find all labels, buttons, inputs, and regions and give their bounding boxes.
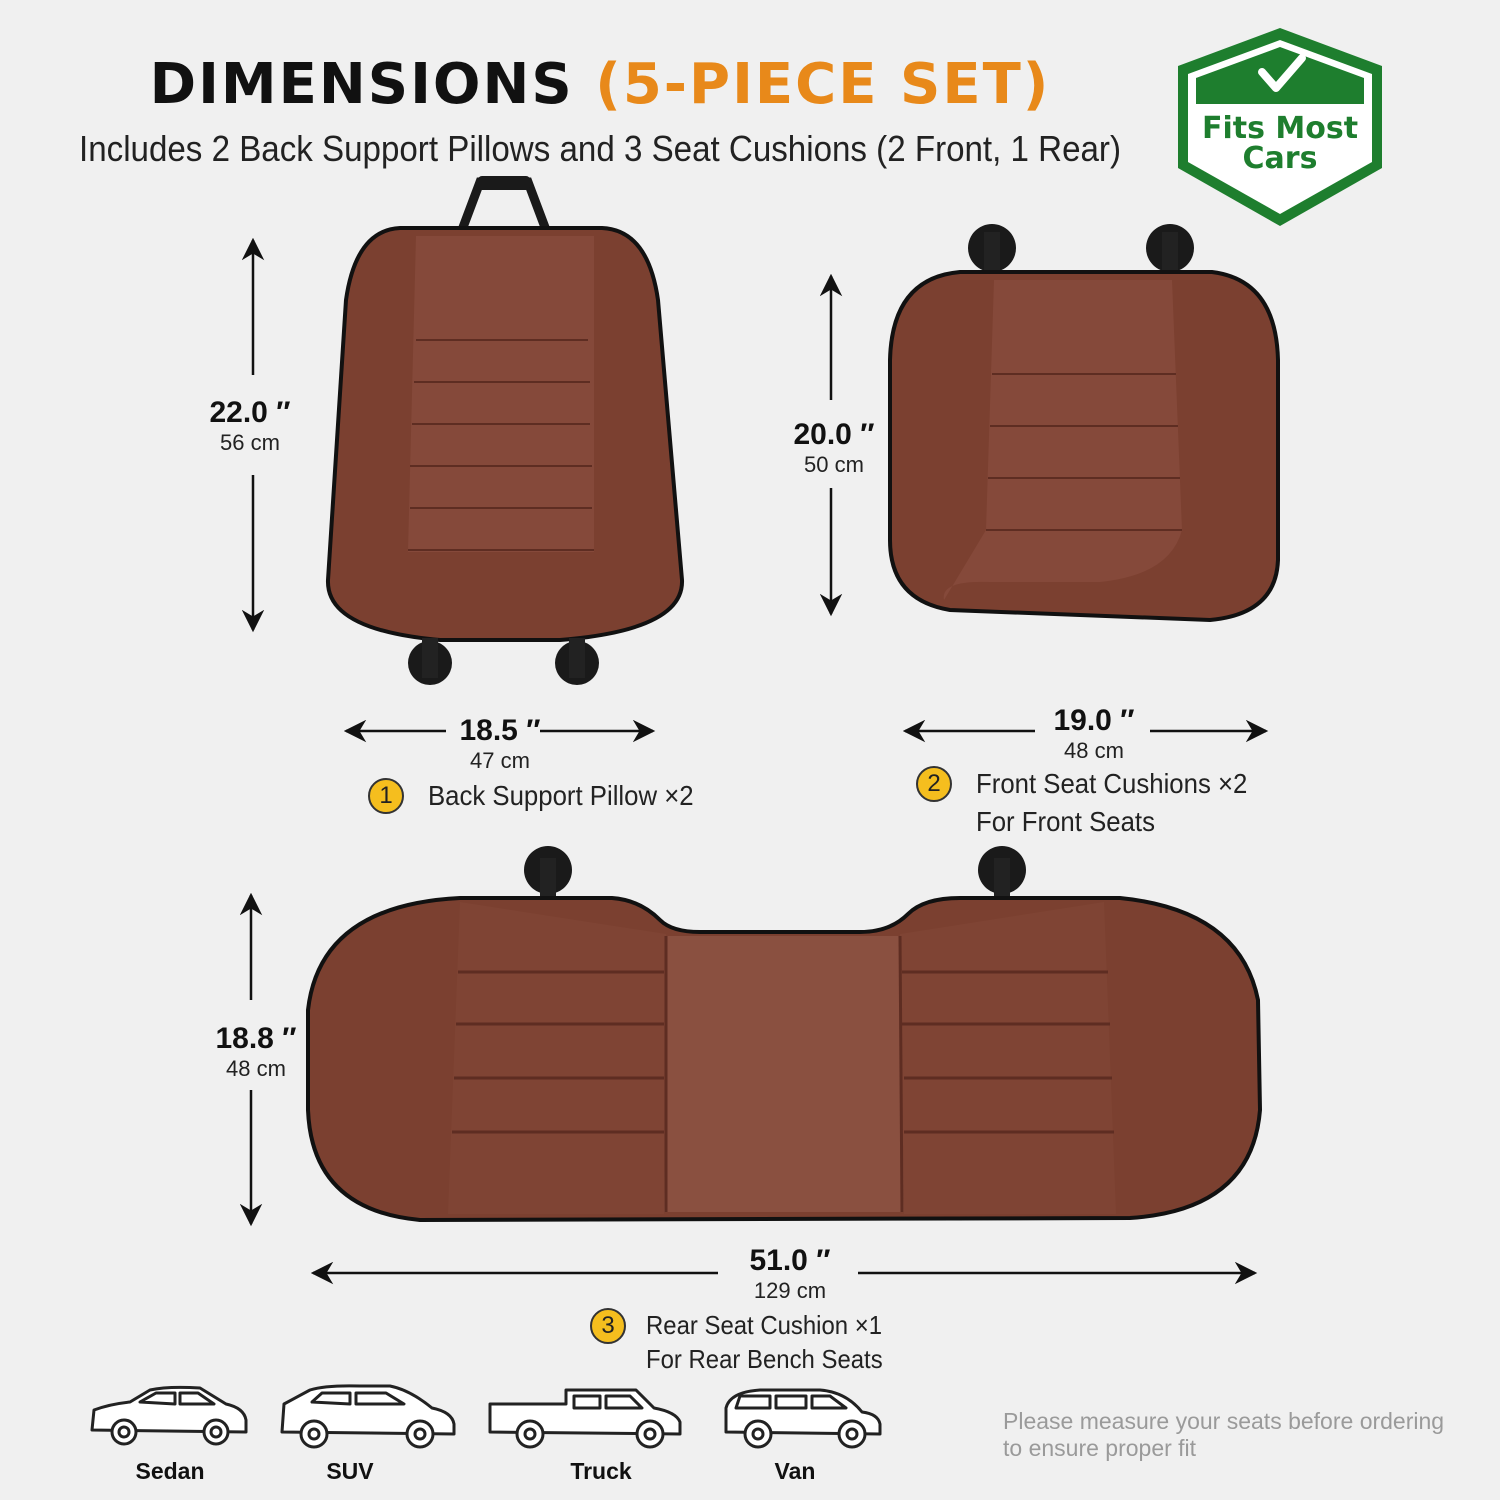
rear-cushion-height: 18.8 ″ 48 cm <box>196 1022 316 1082</box>
fits-most-cars-text: Fits Most Cars <box>1190 114 1370 174</box>
front-cushion-height: 20.0 ″ 50 cm <box>774 418 894 478</box>
rear-seat-cushion-image <box>306 896 1263 1223</box>
rear-cushion-label: Rear Seat Cushion ×1 <box>646 1310 883 1340</box>
front-seat-cushion-image <box>888 270 1280 623</box>
back-pillow-width: 18.5 ″ 47 cm <box>440 714 560 774</box>
back-pillow-number-badge: 1 <box>368 778 404 814</box>
front-cushion-clips <box>968 224 1194 276</box>
front-cushion-width-in: 19.0 ″ <box>1053 704 1135 737</box>
back-pillow-height: 22.0 ″ 56 cm <box>190 396 310 456</box>
measure-note-line1: Please measure your seats before orderin… <box>1003 1408 1445 1434</box>
sedan-icon <box>90 1385 248 1446</box>
front-cushion-width: 19.0 ″ 48 cm <box>1034 704 1154 764</box>
rear-cushion-sublabel: For Rear Bench Seats <box>646 1344 883 1374</box>
back-pillow-label: Back Support Pillow ×2 <box>428 780 694 811</box>
front-cushion-width-cm: 48 cm <box>1064 738 1124 763</box>
fits-most-cars-badge <box>1178 28 1382 226</box>
checkmark-icon <box>1258 54 1306 92</box>
back-pillow-height-in: 22.0 ″ <box>209 396 291 429</box>
front-cushion-label: Front Seat Cushions ×2 <box>976 768 1248 799</box>
rear-cushion-width-cm: 129 cm <box>753 1278 827 1303</box>
suv-icon <box>280 1384 456 1449</box>
vehicle-label-van: Van <box>774 1458 816 1484</box>
rear-cushion-height-cm: 48 cm <box>226 1056 286 1081</box>
measure-note: Please measure your seats before orderin… <box>1003 1408 1473 1462</box>
van-icon <box>724 1388 882 1449</box>
back-pillow-height-cm: 56 cm <box>220 430 280 455</box>
front-cushion-sublabel: For Front Seats <box>976 806 1155 837</box>
back-pillow-width-in: 18.5 ″ <box>459 714 541 747</box>
vehicle-label-sedan: Sedan <box>135 1458 205 1484</box>
badge-line2: Cars <box>1242 141 1318 176</box>
measure-note-line2: to ensure proper fit <box>1003 1435 1197 1461</box>
badge-line1: Fits Most <box>1201 111 1359 146</box>
back-pillow-strap <box>457 176 551 232</box>
front-cushion-height-in: 20.0 ″ <box>793 418 875 451</box>
vehicle-label-suv: SUV <box>326 1458 374 1484</box>
dimension-arrows <box>239 237 1269 1285</box>
truck-icon <box>488 1388 682 1449</box>
page-title: DIMENSIONS (5-PIECE SET) <box>0 52 1200 117</box>
back-pillow-clips <box>408 638 599 685</box>
rear-cushion-height-in: 18.8 ″ <box>215 1022 297 1055</box>
rear-cushion-number-badge: 3 <box>590 1308 626 1344</box>
title-main: DIMENSIONS <box>149 52 574 117</box>
back-support-pillow-image <box>325 226 685 642</box>
title-accent: (5-PIECE SET) <box>595 52 1051 117</box>
front-cushion-number-badge: 2 <box>916 766 952 802</box>
vehicle-label-truck: Truck <box>570 1458 632 1484</box>
rear-cushion-width-in: 51.0 ″ <box>749 1244 831 1277</box>
rear-cushion-clips <box>524 846 1026 898</box>
back-pillow-width-cm: 47 cm <box>470 748 530 773</box>
page-subtitle: Includes 2 Back Support Pillows and 3 Se… <box>79 128 1121 169</box>
rear-cushion-width: 51.0 ″ 129 cm <box>730 1244 850 1304</box>
front-cushion-height-cm: 50 cm <box>804 452 864 477</box>
